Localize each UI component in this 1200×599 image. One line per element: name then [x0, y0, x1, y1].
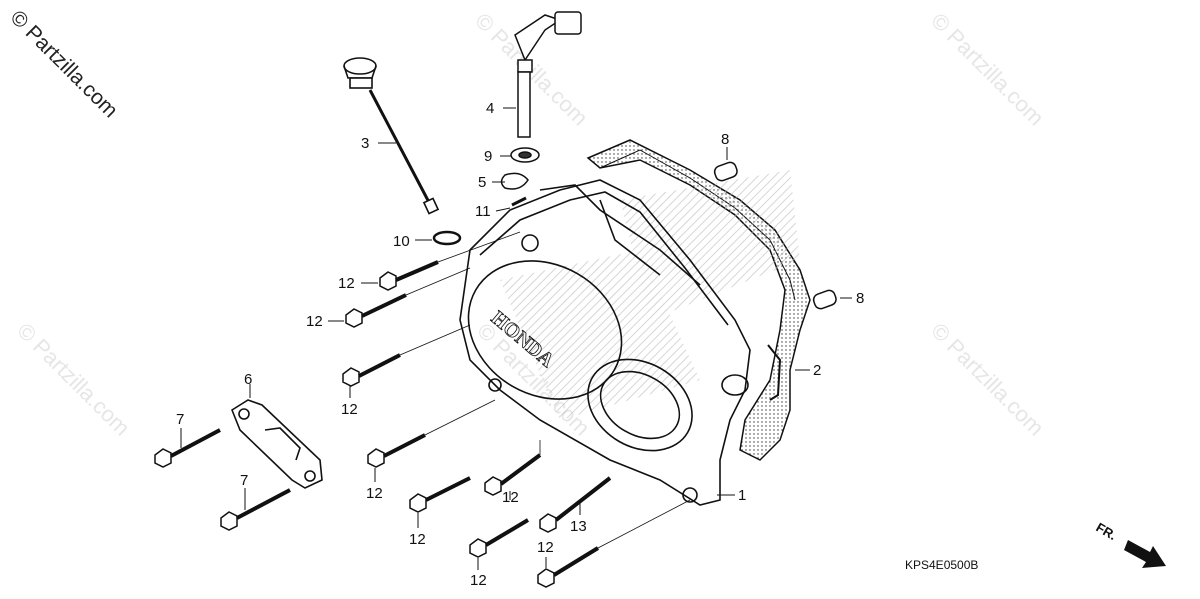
- callout-6: 6: [244, 371, 252, 388]
- crankcase-cover: [459, 179, 751, 506]
- callout-8: 8: [721, 131, 729, 148]
- callout-4: 4: [486, 100, 494, 117]
- callout-12: 12: [341, 401, 358, 418]
- bolt: [379, 231, 521, 291]
- dipstick: [343, 57, 440, 215]
- bolt: [469, 518, 530, 558]
- sensor-shaft: [514, 11, 582, 138]
- bolt: [539, 476, 612, 533]
- callout-5: 5: [478, 174, 486, 191]
- callout-3: 3: [361, 135, 369, 152]
- callout-9: 9: [484, 148, 492, 165]
- o-ring: [432, 230, 462, 246]
- callout-12: 12: [502, 489, 519, 506]
- callout-13: 13: [570, 518, 587, 535]
- dowel-pin-right: [812, 289, 837, 310]
- bolt: [342, 324, 471, 387]
- callout-8: 8: [856, 290, 864, 307]
- stay-bracket: [231, 399, 323, 489]
- callout-7: 7: [240, 472, 248, 489]
- callout-12: 12: [338, 275, 355, 292]
- callout-1: 1: [738, 487, 746, 504]
- callout-10: 10: [393, 233, 410, 250]
- callout-12: 12: [409, 531, 426, 548]
- callout-2: 2: [813, 362, 821, 379]
- wing-shading: [500, 170, 800, 420]
- leader-lines: [180, 107, 852, 570]
- diagram-code: KPS4E0500B: [905, 558, 979, 572]
- bolt: [537, 499, 691, 588]
- bolt: [345, 267, 471, 328]
- callout-12: 12: [470, 572, 487, 589]
- bolt: [409, 476, 471, 513]
- callout-12: 12: [306, 313, 323, 330]
- dowel-pin-upper: [713, 161, 738, 182]
- callout-12: 12: [537, 539, 554, 556]
- callout-7: 7: [176, 411, 184, 428]
- bolt: [220, 488, 291, 531]
- bolts: [154, 231, 691, 588]
- callout-11: 11: [475, 203, 491, 220]
- clip: [500, 172, 529, 190]
- bolt: [154, 428, 221, 468]
- bolt: [484, 440, 542, 496]
- front-direction-arrow: FR.: [1094, 520, 1166, 568]
- oil-seal: [510, 147, 540, 163]
- fr-label: FR.: [1094, 520, 1120, 543]
- callout-12: 12: [366, 485, 383, 502]
- bolt: [367, 399, 496, 468]
- pin: [511, 196, 527, 207]
